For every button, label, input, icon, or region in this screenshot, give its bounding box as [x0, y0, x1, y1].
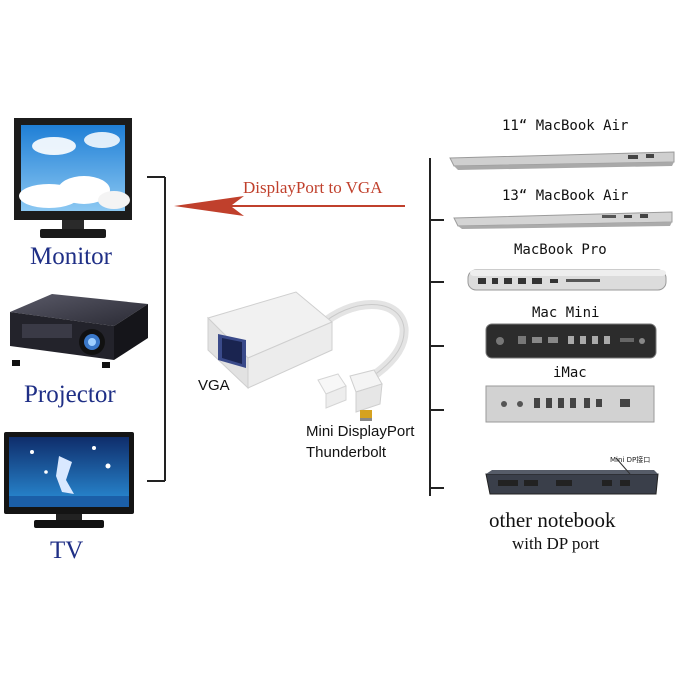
macbook-air-13-image — [452, 208, 676, 230]
macbook-air-11-image — [448, 146, 678, 172]
other-notebook-image — [484, 452, 660, 498]
imac-label: iMac — [553, 365, 587, 381]
other-notebook-label: other notebook — [489, 508, 616, 532]
imac-image — [484, 384, 656, 424]
macbook-pro-image — [466, 266, 670, 294]
macbook-air-13-label: 13“ MacBook Air — [502, 188, 629, 204]
mini-dp-tag: Mini DP接口 — [610, 456, 651, 464]
tv-image — [4, 432, 134, 532]
adapter-image — [200, 288, 420, 438]
right-bracket — [424, 158, 448, 498]
tv-label: TV — [50, 537, 84, 564]
mac-mini-image — [484, 322, 658, 360]
mac-mini-label: Mac Mini — [532, 305, 600, 321]
left-bracket — [145, 176, 171, 486]
vga-label: VGA — [198, 377, 230, 394]
monitor-image — [14, 118, 134, 242]
macbook-air-11-label: 11“ MacBook Air — [502, 118, 629, 134]
projector-label: Projector — [24, 381, 116, 408]
arrow-label: DisplayPort to VGA — [243, 178, 383, 197]
arrow-left-icon — [174, 194, 406, 218]
mdp-label-line1: Mini DisplayPort — [306, 423, 415, 440]
other-notebook-sublabel: with DP port — [512, 534, 600, 553]
mdp-label-line2: Thunderbolt — [306, 444, 387, 461]
monitor-label: Monitor — [30, 243, 112, 270]
projector-image — [2, 290, 152, 372]
macbook-pro-label: MacBook Pro — [514, 242, 607, 258]
